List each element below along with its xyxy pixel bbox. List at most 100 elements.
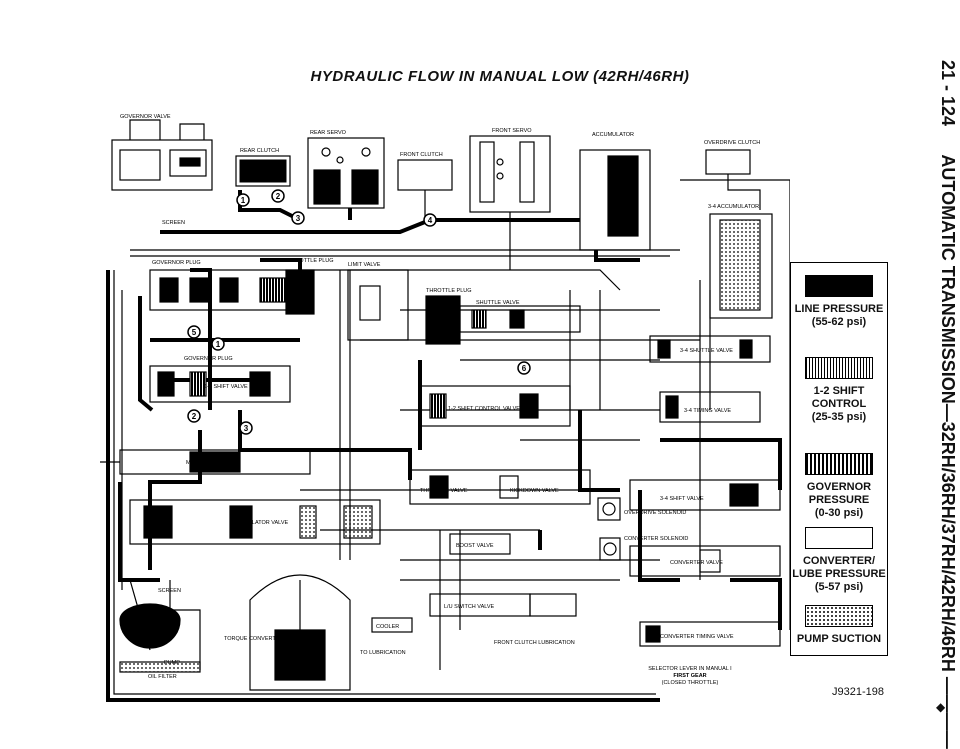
label-shift-12: 1-2 SHIFT VALVE <box>204 384 248 390</box>
legend-range-governor: (0-30 psi) <box>814 507 864 519</box>
section-title: AUTOMATIC TRANSMISSION—32RH/36RH/37RH/42… <box>938 154 958 672</box>
legend-label-governor: GOVERNOR PRESSURE <box>806 481 872 506</box>
label-shuttle-3-4: 3-4 SHUTTLE VALVE <box>680 348 733 354</box>
legend-governor-pressure: GOVERNOR PRESSURE (0-30 psi) <box>791 453 887 520</box>
selector-note: SELECTOR LEVER IN MANUAL I FIRST GEAR (C… <box>648 666 732 686</box>
label-converter-timing: CONVERTER TIMING VALVE <box>660 634 734 640</box>
label-bleed: BLEED <box>600 258 618 264</box>
component-labels: GOVERNOR VALVE REAR SERVO REAR CLUTCH FR… <box>120 114 760 680</box>
legend-range-shift: (25-35 psi) <box>811 411 867 423</box>
front-clutch <box>397 159 453 220</box>
accumulator-3-4 <box>709 213 773 319</box>
label-timing-34: 3-4 TIMING VALVE <box>684 408 731 414</box>
label-governor-plug-2: GOVERNOR PLUG <box>184 356 233 362</box>
label-governor-plug: GOVERNOR PLUG <box>152 260 201 266</box>
torque-converter-body <box>249 574 351 691</box>
callout-9: 6 <box>522 364 527 373</box>
lu-switch-body <box>429 593 577 617</box>
callout-6: 1 <box>216 340 221 349</box>
front-servo <box>469 135 551 270</box>
label-lu-switch: L/U SWITCH VALVE <box>444 604 495 610</box>
cooler-body <box>371 617 413 633</box>
pressure-legend: LINE PRESSURE (55-62 psi) 1-2 SHIFT CONT… <box>790 262 888 656</box>
accumulator <box>579 149 651 262</box>
label-screen-top: SCREEN <box>162 220 185 226</box>
legend-range-line: (55-62 psi) <box>811 316 867 328</box>
label-converter-valve: CONVERTER VALVE <box>670 560 723 566</box>
label-accumulator-3-4: 3-4 ACCUMULATOR <box>708 204 759 210</box>
label-front-clutch: FRONT CLUTCH <box>400 152 443 158</box>
shift-12-body <box>149 365 291 403</box>
label-oil-filter: OIL FILTER <box>148 674 177 680</box>
label-front-clutch-lube: FRONT CLUTCH LUBRICATION <box>494 640 575 646</box>
label-front-servo: FRONT SERVO <box>492 128 532 134</box>
callout-7: 2 <box>192 412 197 421</box>
label-converter-solenoid: CONVERTER SOLENOID <box>624 536 688 542</box>
throttle-plug-upper <box>285 269 315 315</box>
shuttle-3-4-body <box>649 335 771 363</box>
converter-valve-body <box>599 537 781 577</box>
label-governor-valve: GOVERNOR VALVE <box>120 114 171 120</box>
legend-label-pump: PUMP SUCTION <box>796 633 882 645</box>
label-kickdown-valve: KICKDOWN VALVE <box>510 488 559 494</box>
legend-shift-control: 1-2 SHIFT CONTROL (25-35 psi) <box>791 357 887 424</box>
label-cooler: COOLER <box>376 624 399 630</box>
rear-clutch <box>235 155 291 187</box>
label-pump: PUMP <box>164 660 180 666</box>
shift-34-body <box>629 479 781 511</box>
secondary-passages <box>130 249 711 670</box>
selector-note-line-1: SELECTOR LEVER IN MANUAL I <box>648 666 732 672</box>
page-number: 21 - 124 <box>938 60 958 127</box>
diagram-title: HYDRAULIC FLOW IN MANUAL LOW (42RH/46RH) <box>310 68 690 85</box>
selector-note-line-2: FIRST GEAR <box>673 673 706 679</box>
legend-range-converter: (5-57 psi) <box>814 581 864 593</box>
callout-circles <box>187 189 531 435</box>
callout-1: 1 <box>241 196 246 205</box>
governor-valve-assembly <box>111 119 213 191</box>
timing-34-body <box>659 391 761 423</box>
callout-5: 5 <box>192 328 197 337</box>
label-limit-valve: LIMIT VALVE <box>348 262 381 268</box>
throttle-kickdown-body <box>409 469 591 505</box>
overdrive-clutch <box>705 149 761 210</box>
hydraulic-diagram: 1 2 3 4 5 1 2 3 6 GOVERNOR VALVE REAR SE… <box>100 110 791 710</box>
label-manual-valve: MANUAL VALVE <box>186 460 227 466</box>
callout-2: 2 <box>276 192 281 201</box>
overdrive-solenoid-body <box>597 497 621 521</box>
label-accumulator: ACCUMULATOR <box>592 132 634 138</box>
legend-label-line: LINE PRESSURE <box>794 303 884 315</box>
callout-8: 3 <box>244 424 249 433</box>
rear-servo <box>307 137 385 209</box>
legend-line-pressure: LINE PRESSURE (55-62 psi) <box>791 275 887 329</box>
label-throttle-plug-top: THROTTLE PLUG <box>288 258 334 264</box>
label-throttle-valve: THROTTLE VALVE <box>420 488 468 494</box>
side-header: 21 - 124 AUTOMATIC TRANSMISSION—32RH/36R… <box>928 60 958 749</box>
legend-label-converter: CONVERTER/ LUBE PRESSURE <box>792 555 886 580</box>
label-regulator-valve: REGULATOR VALVE <box>236 520 288 526</box>
legend-swatch-converter <box>805 527 873 549</box>
label-shift-control-12: 1-2 SHIFT CONTROL VALVE <box>448 406 520 412</box>
limit-valve-body <box>347 269 409 341</box>
converter-timing-body <box>639 621 781 647</box>
label-throttle-plug: THROTTLE PLUG <box>426 288 472 294</box>
label-screen-bottom: SCREEN <box>158 588 181 594</box>
legend-swatch-shift <box>805 357 873 379</box>
hydraulic-schematic: 1 2 3 4 5 1 2 3 6 GOVERNOR VALVE REAR SE… <box>100 114 791 702</box>
legend-converter-lube: CONVERTER/ LUBE PRESSURE (5-57 psi) <box>791 527 887 594</box>
page-bullet-icon: ◆ <box>936 700 946 714</box>
figure-id: J9321-198 <box>832 686 884 698</box>
label-overdrive-clutch: OVERDRIVE CLUTCH <box>704 140 760 146</box>
label-torque-converter: TORQUE CONVERTER <box>224 636 283 642</box>
label-boost-valve: BOOST VALVE <box>456 543 494 549</box>
legend-swatch-governor <box>805 453 873 475</box>
boost-valve-body <box>449 533 511 555</box>
shuttle-valve-body <box>425 295 581 345</box>
label-to-lubrication: TO LUBRICATION <box>360 650 406 656</box>
legend-label-shift: 1-2 SHIFT CONTROL <box>811 385 867 410</box>
callout-numbers: 1 2 3 4 5 1 2 3 6 <box>192 192 527 433</box>
callout-4: 4 <box>428 216 433 225</box>
regulator-valve-body <box>129 499 381 545</box>
manual-valve-body <box>100 449 311 475</box>
label-overdrive-solenoid: OVERDRIVE SOLENOID <box>624 510 686 516</box>
callout-3: 3 <box>296 214 301 223</box>
